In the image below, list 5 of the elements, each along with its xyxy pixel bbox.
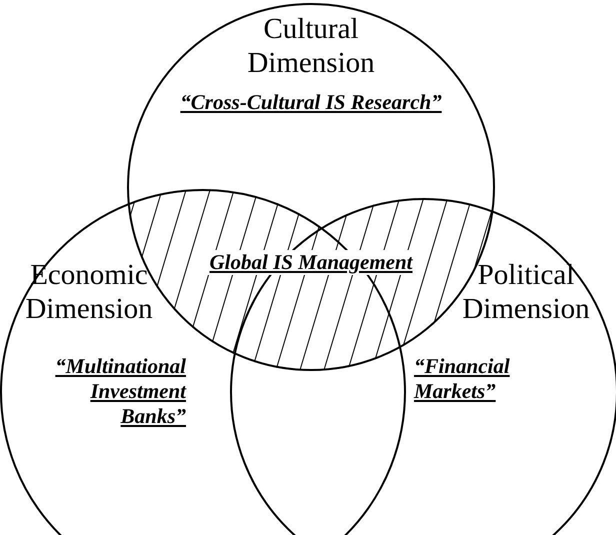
circle-heading: Cultural Dimension	[246, 12, 376, 80]
quote-text: “Cross-Cultural IS Research”	[179, 90, 443, 115]
circle-heading: Political Dimension	[461, 258, 591, 326]
quote-text: “Multinational Investment Banks”	[54, 354, 186, 429]
quote-text: “Financial Markets”	[414, 354, 511, 404]
